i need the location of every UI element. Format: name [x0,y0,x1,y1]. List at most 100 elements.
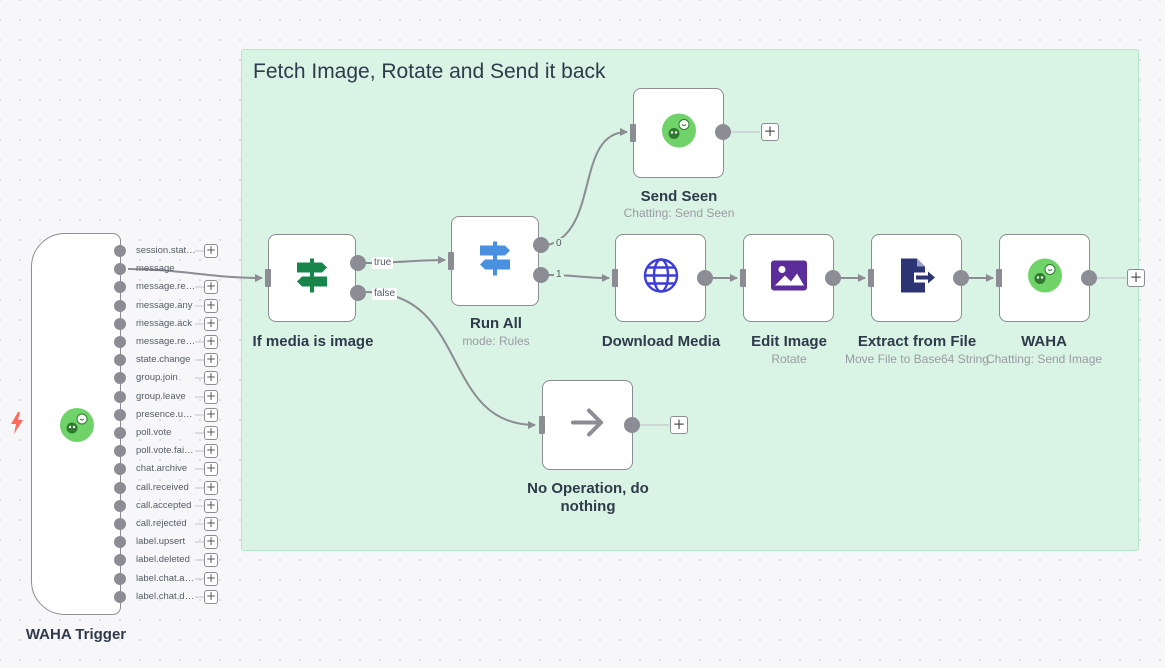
if-media-true-handle[interactable] [350,255,366,271]
trigger-output-add-button[interactable]: + [204,571,218,586]
trigger-output-handle[interactable] [114,354,126,366]
trigger-output-add-button[interactable]: + [204,552,218,567]
trigger-output-add-button[interactable]: + [204,461,218,476]
if-media-label: If media is image [252,333,374,350]
edit-image-node[interactable] [743,234,834,322]
run-all-label: Run All [470,315,522,332]
waha-input-handle[interactable] [996,269,1002,287]
trigger-output-label: label.deleted [136,554,190,565]
edit-image-label: Edit Image [751,333,827,350]
trigger-output-handle[interactable] [114,482,126,494]
run-all-output-0-handle[interactable] [533,237,549,253]
send-seen-node[interactable] [633,88,724,178]
trigger-output-handle[interactable] [114,573,126,585]
no-operation-label-line1: No Operation, do [527,480,649,497]
trigger-output-label: call.received [136,482,189,493]
trigger-output-handle[interactable] [114,318,126,330]
send-seen-input-handle[interactable] [630,124,636,142]
download-media-node[interactable] [615,234,706,322]
edit-image-input-handle[interactable] [740,269,746,287]
send-seen-output-handle[interactable] [715,124,731,140]
trigger-output-label: session.stat… [136,245,196,256]
extract-from-file-subtitle: Move File to Base64 String [844,352,990,366]
trigger-output-add-button[interactable]: + [204,516,218,531]
trigger-output-label: group.join [136,372,178,383]
waha-label: WAHA [1021,333,1067,350]
extract-from-file-node[interactable] [871,234,962,322]
waha-trigger-node[interactable] [31,233,121,615]
run-all-input-handle[interactable] [448,252,454,270]
trigger-output-add-button[interactable]: + [204,370,218,385]
download-media-input-handle[interactable] [612,269,618,287]
trigger-output-label: message.re… [136,336,196,347]
whatsapp-bot-icon [60,408,94,447]
trigger-output-handle[interactable] [114,427,126,439]
trigger-output-label: label.chat.d… [136,591,195,602]
trigger-output-handle[interactable] [114,554,126,566]
trigger-output-label: message.any [136,300,193,311]
waha-output-handle[interactable] [1081,270,1097,286]
send-seen-label: Send Seen [640,188,718,205]
image-icon [770,260,807,296]
trigger-output-add-button[interactable]: + [204,389,218,404]
run-all-output-1-handle[interactable] [533,267,549,283]
if-media-node[interactable] [268,234,356,322]
run-all-node[interactable] [451,216,539,306]
trigger-output-label: chat.archive [136,463,188,474]
trigger-output-handle[interactable] [114,391,126,403]
trigger-output-add-button[interactable]: + [204,534,218,549]
signpost-icon [477,240,513,283]
trigger-output-add-button[interactable]: + [204,480,218,495]
edit-image-output-handle[interactable] [825,270,841,286]
trigger-output-handle[interactable] [114,536,126,548]
no-operation-label-line2: nothing [560,498,616,515]
trigger-output-add-button[interactable]: + [204,334,218,349]
trigger-output-handle[interactable] [114,591,126,603]
trigger-output-add-button[interactable]: + [204,407,218,422]
trigger-output-add-button[interactable]: + [204,279,218,294]
trigger-output-label: message.ack [136,318,192,329]
trigger-output-add-button[interactable]: + [204,425,218,440]
trigger-output-add-button[interactable]: + [204,443,218,458]
extract-from-file-input-handle[interactable] [868,269,874,287]
arrow-right-icon [570,408,606,443]
signpost-icon [294,257,330,300]
no-operation-input-handle[interactable] [539,416,545,434]
trigger-output-handle[interactable] [114,500,126,512]
trigger-output-add-button[interactable]: + [204,316,218,331]
trigger-output-handle[interactable] [114,463,126,475]
trigger-output-label: group.leave [136,391,186,402]
trigger-output-handle[interactable] [114,445,126,457]
no-operation-node[interactable] [542,380,633,470]
waha-trigger-label: WAHA Trigger [25,626,127,643]
waha-node[interactable] [999,234,1090,322]
if-media-false-handle[interactable] [350,285,366,301]
trigger-output-handle[interactable] [114,409,126,421]
if-media-input-handle[interactable] [265,269,271,287]
trigger-output-handle[interactable] [114,336,126,348]
trigger-output-add-button[interactable]: + [204,498,218,513]
trigger-output-add-button[interactable]: + [204,352,218,367]
trigger-output-add-button[interactable]: + [204,243,218,258]
trigger-output-handle[interactable] [114,245,126,257]
trigger-output-handle[interactable] [114,518,126,530]
trigger-output-handle[interactable] [114,263,126,275]
trigger-output-add-button[interactable]: + [204,589,218,604]
trigger-output-handle[interactable] [114,300,126,312]
send-seen-add-button[interactable]: + [761,123,779,141]
lightning-bolt-icon [10,412,24,439]
extract-from-file-label: Extract from File [857,333,977,350]
trigger-output-handle[interactable] [114,372,126,384]
no-operation-add-button[interactable]: + [670,416,688,434]
trigger-output-handle[interactable] [114,281,126,293]
waha-add-button[interactable]: + [1127,269,1145,287]
trigger-output-label: message [136,263,175,274]
whatsapp-bot-icon [1027,258,1062,298]
no-operation-output-handle[interactable] [624,417,640,433]
run-all-subtitle: mode: Rules [462,334,530,348]
trigger-output-add-button[interactable]: + [204,298,218,313]
download-media-output-handle[interactable] [697,270,713,286]
extract-from-file-output-handle[interactable] [953,270,969,286]
file-export-icon [898,257,936,300]
